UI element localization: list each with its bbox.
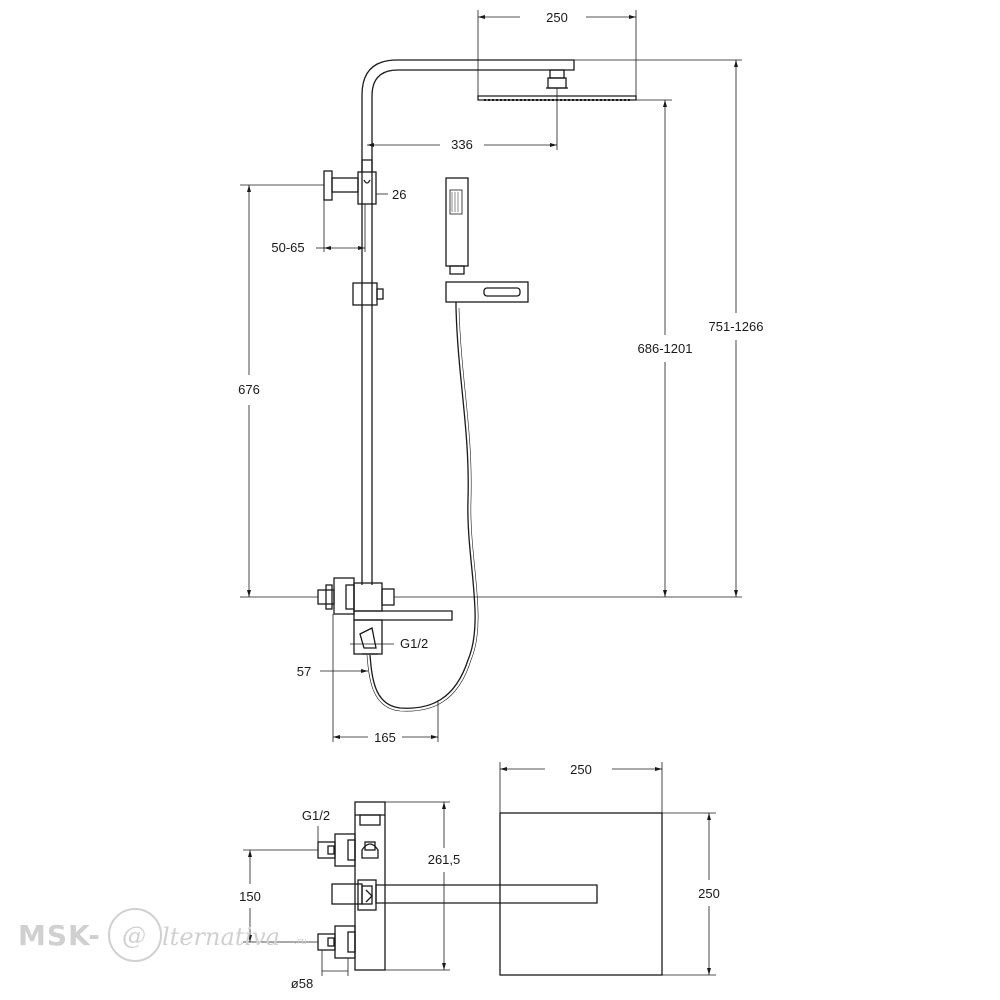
dim-wall-offset: 50-65	[271, 240, 304, 255]
dim-head-reach: 336	[451, 137, 473, 152]
dim-holder-offset: 26	[392, 187, 406, 202]
dim-spout-length: 165	[374, 730, 396, 745]
hand-shower	[445, 177, 469, 267]
dim-head-height: 686-1201	[638, 341, 693, 356]
hand-shower-holder	[357, 171, 377, 205]
front-view	[317, 59, 637, 712]
spout	[353, 610, 453, 621]
watermark-suffix: lternativa	[162, 923, 280, 951]
watermark-symbol: @	[122, 922, 146, 950]
dim-total-height: 751-1266	[709, 319, 764, 334]
shower-hose	[369, 307, 476, 709]
plan-view	[317, 801, 663, 976]
plan-inlet-top	[334, 833, 356, 867]
dim-rail-height: 676	[238, 382, 260, 397]
plan-mixer-column	[354, 801, 386, 971]
head-connector	[549, 69, 565, 79]
soap-shelf	[445, 281, 529, 303]
plan-dimension-lines	[243, 762, 716, 976]
front-dimension-lines	[240, 10, 742, 742]
overhead-arm	[361, 59, 575, 585]
dim-plan-depth: 261,5	[428, 852, 461, 867]
dim-plan-head-width: 250	[570, 762, 592, 777]
watermark-tld: .ru	[294, 937, 307, 947]
diverter	[353, 619, 383, 655]
plan-inlet-bottom	[334, 925, 356, 959]
watermark-at-icon	[108, 908, 162, 962]
slider	[352, 282, 378, 306]
dim-spout-offset: 57	[297, 664, 311, 679]
dim-head-width: 250	[546, 10, 568, 25]
dim-inlet-spacing: 150	[239, 889, 261, 904]
dim-plan-head-depth: 250	[698, 886, 720, 901]
watermark-prefix: MSK-	[18, 919, 101, 952]
dim-plan-thread: G1/2	[302, 808, 330, 823]
dim-thread-top: G1/2	[400, 636, 428, 651]
wall-bracket-disc	[323, 170, 333, 201]
watermark: MSK- @ lternativa .ru	[18, 908, 307, 962]
dim-inlet-diameter: ø58	[291, 976, 313, 991]
plan-spout-arm	[375, 884, 598, 904]
mixer-body	[353, 582, 383, 612]
plan-shower-head	[499, 812, 663, 976]
